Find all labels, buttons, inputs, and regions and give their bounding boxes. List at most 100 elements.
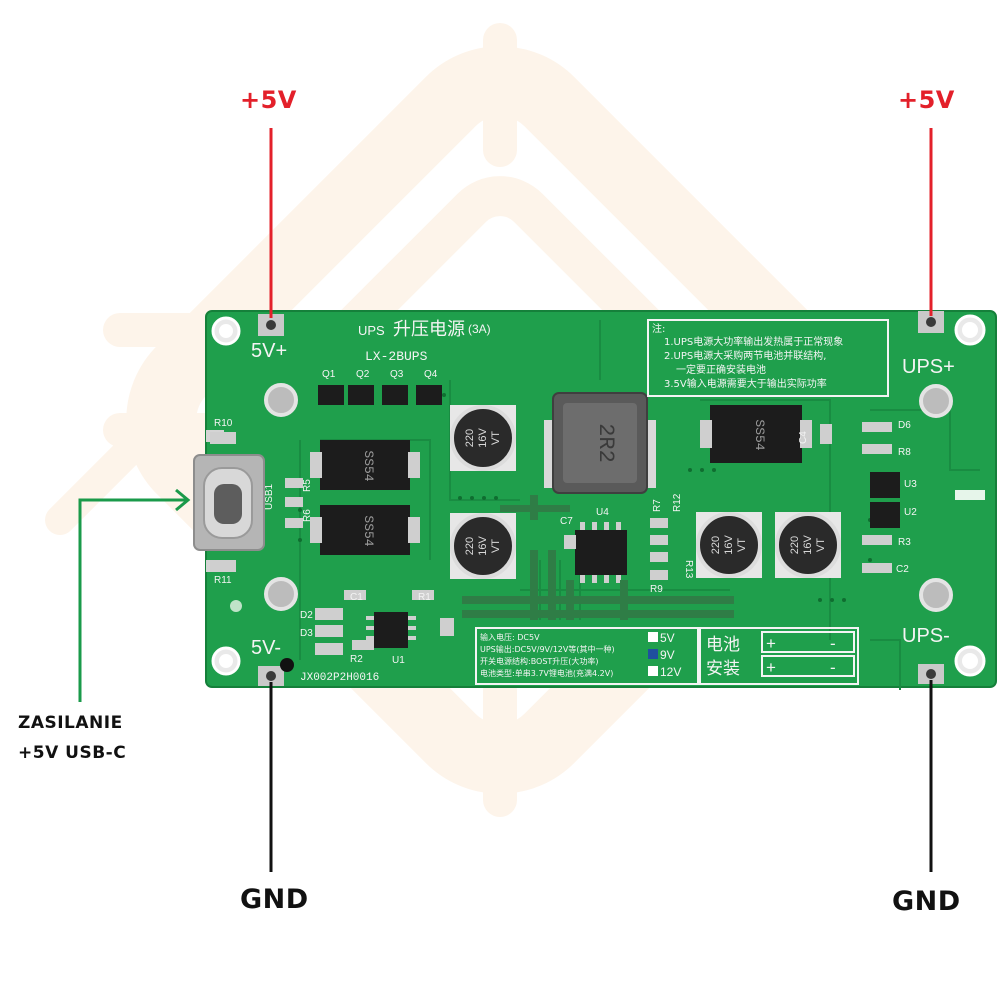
ref-u2: U2 — [904, 507, 917, 518]
ref-r6: R6 — [302, 509, 313, 522]
thermal-grid — [462, 495, 734, 620]
capacitor-markings: 220 16V VT 220 16V VT 220 16V VT 220 16V… — [464, 428, 827, 556]
callout-plus5v-left: +5V — [240, 86, 297, 114]
smd-passives — [210, 422, 892, 655]
component-markings: SS54 SS54 SS54 2R2 — [361, 419, 767, 546]
ref-r5: R5 — [302, 479, 313, 492]
ref-u4: U4 — [596, 507, 609, 518]
ref-u1: U1 — [392, 655, 405, 666]
cap1-voltage: 16V — [477, 428, 489, 448]
voltage-jumper-pads — [648, 632, 658, 676]
ref-c4: C4 — [798, 431, 809, 444]
battery-plus-2: + — [766, 658, 776, 677]
usb-arrow-icon — [175, 488, 191, 512]
ref-d6: D6 — [898, 420, 911, 431]
callout-usb-power: ZASILANIE +5V USB-C — [18, 708, 126, 768]
ref-c2: C2 — [896, 564, 909, 575]
ref-r13: R13 — [683, 560, 694, 579]
board-model: LX-2BUPS — [365, 349, 428, 364]
battery-label-2: 安装 — [706, 659, 740, 679]
cap1-value: 220 — [464, 429, 476, 447]
ref-r7: R7 — [652, 499, 663, 512]
usb-callout-line — [78, 498, 186, 702]
schottky-diodes — [310, 405, 812, 555]
ref-r2: R2 — [350, 654, 363, 665]
spec-line-1: 输入电压: DC5V — [480, 632, 540, 642]
cap2-value: 220 — [464, 537, 476, 555]
cap2-series: VT — [490, 539, 502, 553]
battery-plus-1: + — [766, 634, 776, 653]
cap4-value: 220 — [789, 536, 801, 554]
silkscreen-boxes — [475, 319, 889, 685]
battery-minus-1: - — [830, 634, 836, 653]
cap4-series: VT — [815, 538, 827, 552]
battery-minus-2: - — [830, 658, 836, 677]
spec-line-2: UPS输出:DC5V/9V/12V等(其中一种) — [480, 644, 615, 654]
ref-q4: Q4 — [424, 369, 438, 380]
cap3-value: 220 — [710, 536, 722, 554]
ref-r11: R11 — [214, 575, 232, 586]
ref-r8: R8 — [898, 447, 911, 458]
pcb-board — [193, 310, 997, 690]
spec-line-3: 开关电源结构:BOST升压(大功率) — [480, 656, 599, 666]
battery-label-1: 电池 — [706, 635, 740, 655]
silkscreen-text: 5V+ 5V- UPS+ UPS- UPS 升压电源 (3A) LX-2BUPS… — [214, 319, 955, 684]
ref-c1: C1 — [350, 592, 363, 603]
electrolytic-capacitors — [450, 405, 841, 579]
ref-r12: R12 — [672, 493, 683, 512]
pad-label-5v-minus: 5V- — [251, 637, 281, 659]
note-line-4: 3.5V输入电源需要大于输出实际功率 — [664, 377, 827, 390]
diode-marking-3: SS54 — [752, 419, 767, 450]
ref-q2: Q2 — [356, 369, 370, 380]
board-serial: JX002P2H0016 — [300, 672, 379, 684]
pad-label-ups-minus: UPS- — [902, 625, 950, 647]
callout-gnd-left: GND — [240, 884, 309, 915]
inductor — [544, 392, 656, 494]
ref-r9: R9 — [650, 584, 663, 595]
mounting-holes — [211, 314, 986, 677]
voltage-option-12v: 12V — [660, 665, 681, 679]
ref-r3: R3 — [898, 537, 911, 548]
callout-usb-line2: +5V USB-C — [18, 743, 127, 763]
callout-lines — [78, 128, 933, 872]
usb-c-connector — [193, 430, 265, 572]
ref-usb1: USB1 — [264, 483, 275, 510]
ref-u3: U3 — [904, 479, 917, 490]
note-line-1: 1.UPS电源大功率输出发热属于正常现象 — [664, 335, 843, 348]
callout-plus5v-right: +5V — [898, 86, 955, 114]
ref-d3: D3 — [300, 628, 313, 639]
ref-r10: R10 — [214, 418, 233, 429]
cap3-series: VT — [736, 538, 748, 552]
note-line-3: 一定要正确安装电池 — [676, 363, 766, 376]
board-title-prefix: UPS — [358, 323, 385, 338]
diode-marking-1: SS54 — [361, 450, 376, 481]
board-title-suffix: (3A) — [468, 322, 491, 336]
voltage-option-9v: 9V — [660, 648, 675, 662]
ref-c7: C7 — [560, 516, 573, 527]
board-title: 升压电源 — [393, 319, 465, 340]
note-line-2: 2.UPS电源大采购两节电池并联结构, — [664, 349, 826, 362]
voltage-option-5v: 5V — [660, 631, 675, 645]
callout-gnd-right: GND — [892, 886, 961, 917]
diode-marking-2: SS54 — [361, 515, 376, 546]
ref-q3: Q3 — [390, 369, 404, 380]
pad-label-5v-plus: 5V+ — [251, 340, 287, 362]
solder-pads — [230, 311, 953, 686]
callout-usb-line1: ZASILANIE — [18, 713, 123, 733]
ref-q1: Q1 — [322, 369, 336, 380]
board-marker — [955, 490, 985, 500]
integrated-circuits — [366, 472, 900, 648]
notes-title: 注: — [652, 322, 665, 335]
cap2-voltage: 16V — [477, 536, 489, 556]
mosfets — [318, 385, 442, 405]
cap4-voltage: 16V — [802, 535, 814, 555]
cap1-series: VT — [490, 431, 502, 445]
spec-line-4: 电池类型:单串3.7V锂电池(充满4.2V) — [480, 668, 613, 678]
ref-d2: D2 — [300, 610, 313, 621]
pad-label-ups-plus: UPS+ — [902, 356, 955, 378]
inductor-marking: 2R2 — [593, 423, 618, 463]
cap3-voltage: 16V — [723, 535, 735, 555]
ref-r1: R1 — [418, 592, 431, 603]
